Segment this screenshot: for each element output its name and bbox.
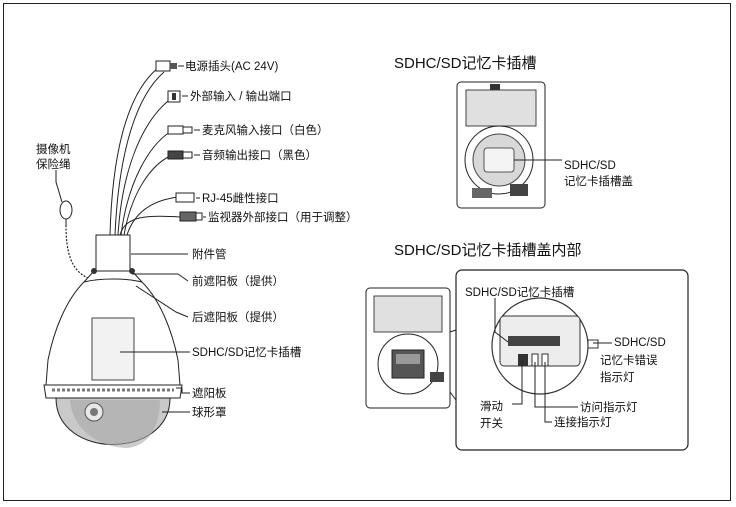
sunshade-label: 遮阳板: [192, 386, 227, 400]
error-led-label-3: 指示灯: [600, 370, 635, 384]
safety-wire-label-1: 摄像机: [36, 142, 71, 156]
slide-switch-label-1: 滑动: [480, 400, 503, 413]
sd-slot-label: SDHC/SD记忆卡插槽: [192, 345, 302, 359]
sd-slot-title: SDHC/SD记忆卡插槽: [394, 55, 537, 72]
rj45-label: RJ-45雌性接口: [202, 191, 279, 205]
dome-cover-label: 球形罩: [192, 405, 227, 419]
audio-output-label: 音频输出接口（黑色）: [202, 148, 317, 162]
error-led-label-1: SDHC/SD: [614, 337, 666, 349]
sd-inside-leaders: [494, 298, 612, 423]
camera-drawing: [43, 60, 203, 448]
sd-inside-small-drawing: [365, 287, 451, 409]
slide-switch-label-2: 开关: [480, 416, 503, 430]
camera-leaders: [55, 65, 206, 413]
sd-slot-panel-drawing: [456, 81, 546, 209]
attachment-pipe-label: 附件管: [192, 247, 227, 261]
rear-shade-label: 后遮阳板（提供）: [192, 310, 284, 324]
sd-cover-label-1: SDHC/SD: [564, 160, 616, 172]
sd-cover-label-2: 记忆卡插槽盖: [564, 174, 633, 188]
front-shade-label: 前遮阳板（提供）: [192, 274, 284, 288]
power-plug-label: 电源插头(AC 24V): [185, 59, 278, 73]
link-led-label: 连接指示灯: [554, 415, 612, 429]
error-led-label-2: 记忆卡错误: [600, 353, 658, 367]
sd-cover-inside-title: SDHC/SD记忆卡插槽盖内部: [394, 242, 582, 259]
mic-input-label: 麦克风输入接口（白色）: [202, 123, 329, 137]
access-led-label: 访问指示灯: [580, 400, 638, 414]
monitor-output-label: 监视器外部接口（用于调整）: [208, 210, 358, 224]
diagram-frame: [3, 3, 731, 501]
safety-wire-label-2: 保险绳: [36, 157, 71, 171]
zoom-slot-label: SDHC/SD记忆卡插槽: [465, 285, 575, 299]
ext-io-label: 外部输入 / 输出端口: [190, 89, 292, 103]
sd-inside-zoom-drawing: [449, 269, 689, 451]
